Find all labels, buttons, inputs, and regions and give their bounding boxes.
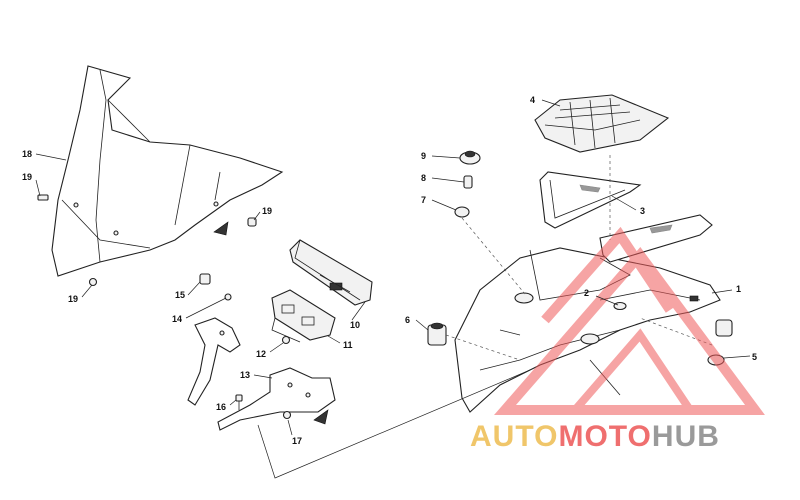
nut-15 bbox=[199, 273, 211, 285]
connector-6 bbox=[427, 322, 447, 346]
label-14: 14 bbox=[172, 314, 182, 324]
vent-panel bbox=[539, 171, 642, 229]
arrow-marker-bracket bbox=[313, 409, 329, 425]
label-12: 12 bbox=[256, 349, 266, 359]
label-17: 17 bbox=[292, 436, 302, 446]
label-15: 15 bbox=[175, 290, 185, 300]
label-1: 1 bbox=[736, 284, 741, 294]
label-9: 9 bbox=[421, 151, 426, 161]
watermark-hub: HUB bbox=[651, 420, 720, 453]
gauge-housing bbox=[289, 239, 373, 306]
mount-bracket-upper bbox=[187, 317, 241, 406]
watermark-text: AUTOMOTOHUB bbox=[470, 420, 800, 456]
label-4: 4 bbox=[530, 95, 535, 105]
cap-9 bbox=[459, 150, 481, 165]
switch-8 bbox=[463, 175, 473, 189]
watermark-moto: MOTO bbox=[558, 420, 652, 453]
label-16: 16 bbox=[216, 402, 226, 412]
label-18: 18 bbox=[22, 149, 32, 159]
arrow-marker-windshield bbox=[213, 221, 229, 236]
screw-12 bbox=[281, 335, 291, 345]
washer-14 bbox=[224, 293, 232, 301]
label-19-bottom: 19 bbox=[68, 294, 78, 304]
screw-19-bottom bbox=[88, 277, 98, 287]
nut-7 bbox=[454, 206, 470, 218]
label-10: 10 bbox=[350, 320, 360, 330]
watermark-logo bbox=[494, 226, 765, 415]
callouts: 18 19 19 19 15 14 10 11 12 13 16 17 9 8 … bbox=[22, 95, 757, 446]
label-7: 7 bbox=[421, 195, 426, 205]
gauge-bracket bbox=[271, 289, 336, 343]
label-8: 8 bbox=[421, 173, 426, 183]
label-2: 2 bbox=[584, 288, 589, 298]
label-11: 11 bbox=[343, 340, 353, 350]
nut-17 bbox=[282, 410, 292, 420]
mesh-vent bbox=[534, 94, 670, 153]
bolt-16 bbox=[235, 394, 243, 410]
screw-19-left bbox=[37, 194, 49, 201]
mount-bracket-lower bbox=[217, 367, 336, 431]
watermark-auto: AUTO bbox=[470, 420, 559, 453]
windshield bbox=[51, 65, 284, 277]
label-19-right: 19 bbox=[262, 206, 272, 216]
label-6: 6 bbox=[405, 315, 410, 325]
label-5: 5 bbox=[752, 352, 757, 362]
label-13: 13 bbox=[240, 370, 250, 380]
label-19-left: 19 bbox=[22, 172, 32, 182]
label-3: 3 bbox=[640, 206, 645, 216]
